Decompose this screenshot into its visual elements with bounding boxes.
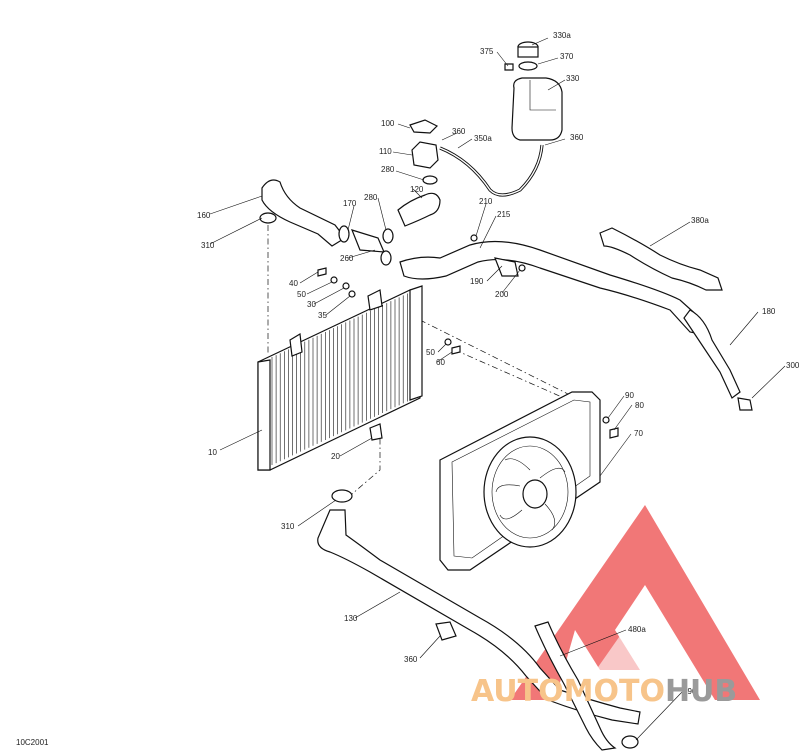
expansion-tank (504, 41, 563, 141)
callout-90: 90 (625, 391, 634, 400)
callout-40: 40 (289, 279, 298, 288)
callout-70: 70 (634, 429, 643, 438)
callout-260: 260 (340, 254, 354, 263)
callout-280: 280 (381, 165, 395, 174)
overflow-hose (439, 144, 544, 197)
callout-350a: 350a (474, 134, 492, 143)
leader-lines (209, 37, 786, 741)
callout-370: 370 (560, 52, 574, 61)
callout-375: 375 (480, 47, 494, 56)
callout-480a: 480a (628, 625, 646, 634)
callout-200: 200 (495, 290, 509, 299)
callout-170: 170 (343, 199, 357, 208)
filler-neck (397, 119, 441, 227)
callout-labels: 330a 375 370 330 100 360 350a 360 110 28… (197, 31, 800, 696)
callout-35: 35 (318, 311, 327, 320)
callout-310-b: 310 (281, 522, 295, 531)
callout-160: 160 (197, 211, 211, 220)
callout-380a: 380a (691, 216, 709, 225)
callout-310: 310 (201, 241, 215, 250)
hose-180 (683, 309, 741, 399)
callout-60: 60 (436, 358, 445, 367)
callout-10: 10 (208, 448, 217, 457)
callout-120: 120 (410, 185, 424, 194)
hose-380a (599, 227, 723, 291)
callout-180: 180 (762, 307, 776, 316)
hose-bracket (470, 234, 526, 277)
radiator (257, 285, 423, 471)
callout-330: 330 (566, 74, 580, 83)
callout-30: 30 (307, 300, 316, 309)
callout-290: 290 (683, 687, 697, 696)
callout-360-c: 360 (404, 655, 418, 664)
callout-360-b: 360 (570, 133, 584, 142)
clamp-300 (737, 397, 753, 411)
hose-480a (534, 621, 617, 751)
callout-130: 130 (344, 614, 358, 623)
watermark-text: AUTOMOTOHUB (471, 674, 737, 709)
thermostat-fittings (259, 212, 394, 266)
callout-110: 110 (379, 147, 392, 156)
callout-50-b: 50 (426, 348, 435, 357)
callout-100: 100 (381, 119, 395, 128)
upper-hose (261, 179, 346, 247)
callout-280-b: 280 (364, 193, 378, 202)
clamp-310-lower (331, 489, 353, 503)
fasteners (317, 267, 619, 439)
callout-50: 50 (297, 290, 306, 299)
callout-20: 20 (331, 452, 340, 461)
callout-210: 210 (479, 197, 493, 206)
watermark-part1: AUTOMOTO (471, 674, 665, 709)
callout-215: 215 (497, 210, 511, 219)
clamp-360-lower (435, 621, 457, 641)
figure-code: 10C2001 (16, 738, 49, 747)
callout-330a: 330a (553, 31, 571, 40)
alignment-lines (267, 225, 581, 501)
callout-190: 190 (470, 277, 484, 286)
clamp-290 (621, 735, 639, 749)
watermark-logo (510, 505, 760, 700)
fan-assembly (439, 391, 601, 571)
callout-300: 300 (786, 361, 800, 370)
callout-360: 360 (452, 127, 466, 136)
watermark-part2: HUB (664, 674, 738, 709)
callout-80: 80 (635, 401, 644, 410)
